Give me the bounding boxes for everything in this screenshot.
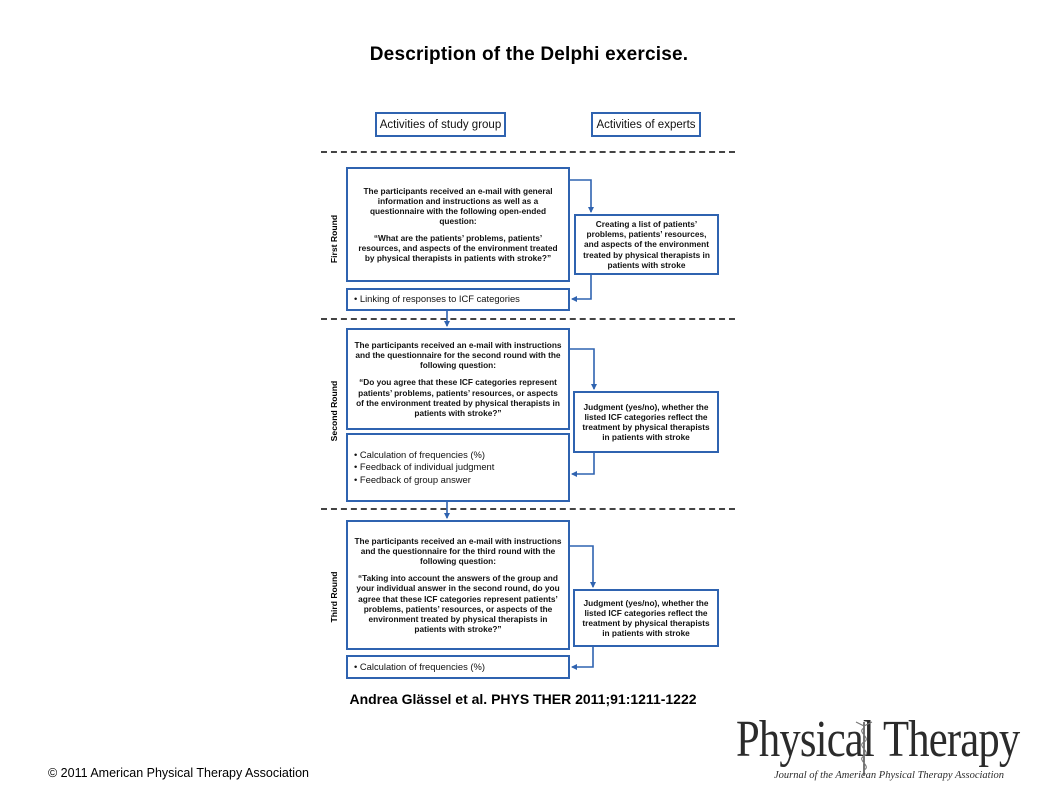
first-round-analysis-box: • Linking of responses to ICF categories <box>346 288 570 311</box>
caduceus-icon <box>855 721 873 776</box>
copyright-notice: © 2011 American Physical Therapy Associa… <box>48 766 309 780</box>
arrow-to-expert <box>570 545 596 588</box>
separator-line <box>321 508 735 510</box>
header-study-group: Activities of study group <box>375 112 506 137</box>
journal-logo: Physical Therapy Journal of the American… <box>736 711 1040 784</box>
first-round-question: “What are the patients’ problems, patien… <box>358 233 558 264</box>
arrow-to-expert <box>570 179 594 213</box>
logo-wordmark: Physical Therapy <box>736 711 1020 768</box>
bullet-item: • Calculation of frequencies (%) <box>354 448 485 460</box>
separator-line <box>321 151 735 153</box>
arrow-to-analysis <box>571 453 595 477</box>
second-round-question: “Do you agree that these ICF categories … <box>356 377 560 418</box>
second-round-analysis-box: • Calculation of frequencies (%) • Feedb… <box>346 433 570 502</box>
slide-title: Description of the Delphi exercise. <box>369 44 689 65</box>
third-round-analysis-box: • Calculation of frequencies (%) <box>346 655 570 679</box>
first-round-expert-box: Creating a list of patients’ problems, p… <box>574 214 719 275</box>
arrow-to-analysis <box>571 275 592 302</box>
bullet-item: • Linking of responses to ICF categories <box>354 293 520 305</box>
third-round-group-box: The participants received an e-mail with… <box>346 520 570 650</box>
third-round-expert-box: Judgment (yes/no), whether the listed IC… <box>573 589 719 647</box>
logo-tagline: Journal of the American Physical Therapy… <box>774 770 1005 781</box>
first-round-group-box: The participants received an e-mail with… <box>346 167 570 282</box>
third-round-group-text: The participants received an e-mail with… <box>354 536 562 567</box>
arrow-to-analysis <box>571 647 594 670</box>
first-round-group-text: The participants received an e-mail with… <box>363 185 553 226</box>
bullet-item: • Feedback of group answer <box>354 473 471 485</box>
second-round-group-box: The participants received an e-mail with… <box>346 328 570 430</box>
separator-line <box>321 318 735 320</box>
citation: Andrea Glässel et al. PHYS THER 2011;91:… <box>349 691 697 707</box>
bullet-item: • Calculation of frequencies (%) <box>354 660 485 672</box>
second-round-group-text: The participants received an e-mail with… <box>354 340 562 371</box>
arrow-to-expert <box>570 348 597 390</box>
header-experts: Activities of experts <box>591 112 701 137</box>
bullet-item: • Feedback of individual judgment <box>354 461 495 473</box>
third-round-question: “Taking into account the answers of the … <box>356 573 560 634</box>
second-round-expert-box: Judgment (yes/no), whether the listed IC… <box>573 391 719 453</box>
